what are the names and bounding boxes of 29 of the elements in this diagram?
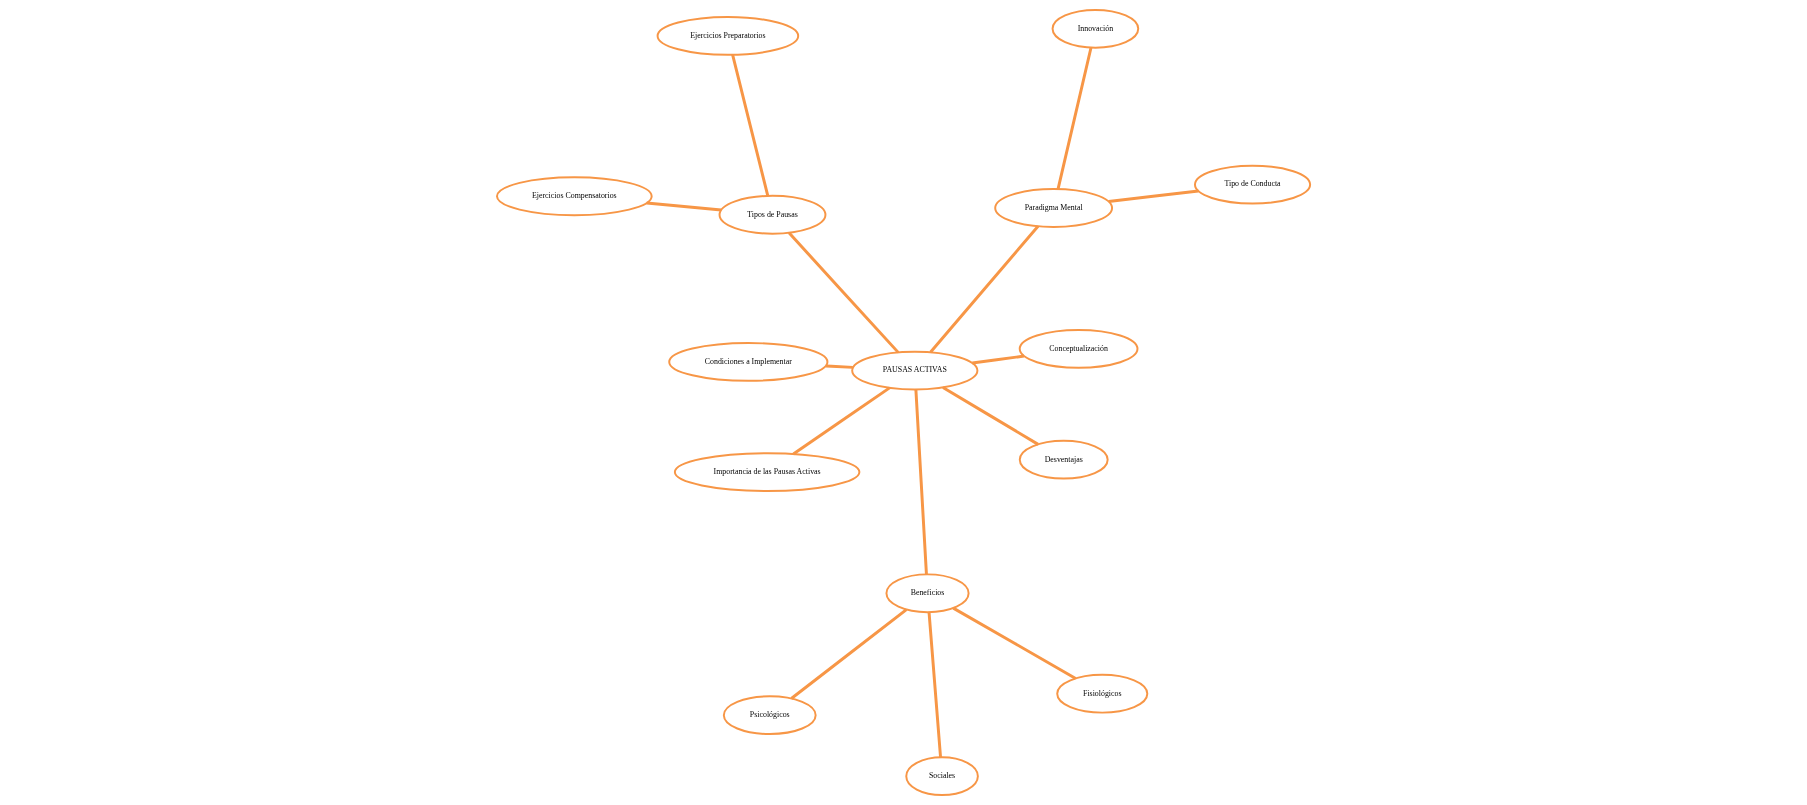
connector bbox=[792, 386, 891, 456]
connector bbox=[790, 608, 908, 700]
node-ellipse: Ejercicios Preparatorios bbox=[656, 16, 800, 56]
connector bbox=[1056, 47, 1093, 190]
node-ellipse: Beneficios bbox=[885, 573, 970, 614]
connector bbox=[914, 389, 928, 575]
node-ellipse: Tipo de Conducta bbox=[1193, 164, 1312, 205]
node-ellipse: Conceptualización bbox=[1018, 328, 1139, 369]
node-ellipse: Innovación bbox=[1051, 8, 1140, 49]
node-ellipse: Sociales bbox=[905, 756, 979, 797]
connector bbox=[942, 386, 1039, 446]
connector bbox=[787, 231, 900, 354]
connector bbox=[952, 606, 1077, 680]
node-ellipse: PAUSAS ACTIVAS bbox=[851, 350, 979, 391]
connector bbox=[972, 354, 1025, 365]
node-ellipse: Ejercicios Compensatorios bbox=[496, 176, 653, 217]
node-ellipse: Fisiológicos bbox=[1056, 673, 1149, 714]
node-ellipse: Paradigma Mental bbox=[994, 188, 1114, 228]
connector bbox=[731, 54, 770, 197]
connector bbox=[1108, 189, 1199, 203]
node-ellipse: Condiciones a Implementar bbox=[668, 342, 829, 382]
connector bbox=[929, 225, 1040, 354]
connector bbox=[927, 612, 943, 758]
connector bbox=[825, 364, 853, 369]
node-ellipse: Psicológicos bbox=[722, 695, 817, 736]
node-ellipse: Tipos de Pausas bbox=[718, 194, 827, 235]
node-ellipse: Importancia de las Pausas Activas bbox=[673, 452, 861, 492]
connector bbox=[646, 201, 722, 212]
node-ellipse: Desventajas bbox=[1018, 439, 1109, 480]
